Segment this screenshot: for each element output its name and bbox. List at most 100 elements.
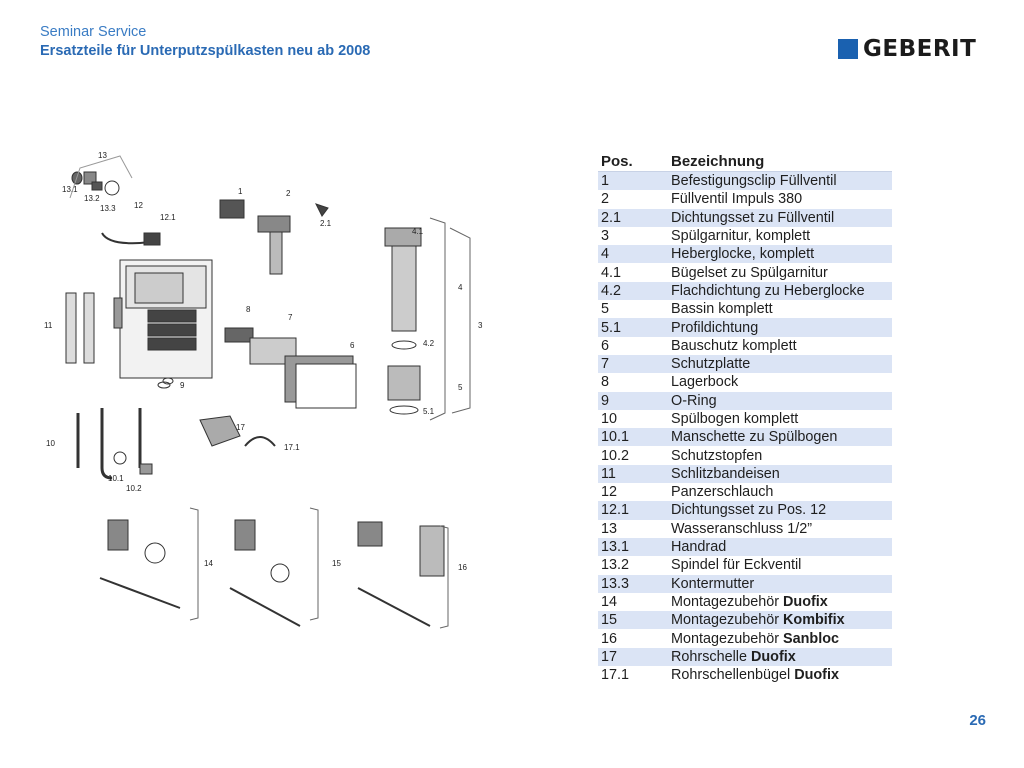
row-pos: 15: [598, 611, 668, 630]
row-pos: 5: [598, 300, 668, 319]
row-pos: 4: [598, 245, 668, 264]
row-name-text: Profildichtung: [671, 319, 759, 336]
row-pos: 13: [598, 519, 668, 538]
row-name: Schutzplatte: [668, 354, 892, 374]
row-name-text: Wasseranschluss 1/2”: [671, 520, 813, 537]
row-pos: 10.1: [598, 428, 668, 447]
row-name: Bassin komplett: [668, 300, 892, 319]
row-name: Schlitzbandeisen: [668, 464, 892, 484]
label-3: 3: [478, 321, 483, 330]
row-name-text: Bauschutz komplett: [671, 337, 797, 354]
exploded-parts-drawing: 13 13.1 13.2 13.3 12 12.1 1 2 2.1 4.1 4 …: [44, 151, 483, 629]
label-10: 10: [46, 439, 55, 448]
label-14: 14: [204, 559, 213, 568]
row-pos: 5.1: [598, 318, 668, 337]
row-pos: 9: [598, 391, 668, 410]
row-name-text: Bügelset zu Spülgarnitur: [671, 264, 828, 281]
table-header-row: Pos. Bezeichnung: [598, 151, 892, 172]
row-name-text: O-Ring: [671, 392, 717, 409]
logo-text: GEBERIT: [863, 36, 977, 62]
page-title: Ersatzteile für Unterputzspülkasten neu …: [40, 43, 371, 59]
label-5-1: 5.1: [423, 407, 435, 416]
label-2-1: 2.1: [320, 219, 332, 228]
label-16: 16: [458, 563, 467, 572]
row-pos: 8: [598, 373, 668, 392]
label-12: 12: [134, 201, 143, 210]
row-pos: 13.1: [598, 537, 668, 557]
row-name: Bauschutz komplett: [668, 336, 892, 355]
row-name: Kontermutter: [668, 574, 892, 593]
row-name: Montagezubehör Kombifix: [668, 611, 892, 630]
row-name-text: Schutzplatte: [671, 356, 751, 373]
label-1: 1: [238, 187, 243, 196]
label-7: 7: [288, 313, 293, 322]
label-11: 11: [44, 321, 53, 330]
row-pos: 4.1: [598, 263, 668, 282]
label-9: 9: [180, 381, 185, 390]
label-17-1: 17.1: [284, 443, 300, 452]
row-name-text: Rohrschelle: [671, 648, 751, 665]
row-name-text: Panzerschlauch: [671, 484, 774, 501]
row-name-text: Bassin komplett: [671, 301, 773, 318]
row-name-bold: Kombifix: [783, 612, 845, 629]
row-name: Panzerschlauch: [668, 483, 892, 502]
row-name: Dichtungsset zu Pos. 12: [668, 501, 892, 520]
row-name: Flachdichtung zu Heberglocke: [668, 281, 892, 301]
row-name: Befestigungsclip Füllventil: [668, 171, 892, 191]
page-number: 26: [969, 712, 986, 729]
row-pos: 17.1: [598, 666, 668, 685]
logo-square-icon: [838, 39, 858, 59]
row-pos: 10: [598, 409, 668, 429]
label-17: 17: [236, 423, 245, 432]
row-name: Handrad: [668, 537, 892, 557]
label-4: 4: [458, 283, 463, 292]
row-pos: 7: [598, 354, 668, 374]
row-pos: 3: [598, 226, 668, 246]
row-name-text: Montagezubehör: [671, 593, 784, 610]
row-name: Montagezubehör Sanbloc: [668, 629, 892, 648]
row-name-text: Dichtungsset zu Pos. 12: [671, 502, 827, 519]
geberit-logo: GEBERIT: [838, 36, 976, 62]
row-name: Spindel für Eckventil: [668, 556, 892, 575]
row-name-text: Lagerbock: [671, 374, 739, 391]
row-name: Heberglocke, komplett: [668, 245, 892, 264]
row-name-bold: Duofix: [751, 648, 796, 665]
row-name-text: Spülgarnitur, komplett: [671, 228, 811, 245]
row-name-text: Schutzstopfen: [671, 447, 763, 464]
row-name: Füllventil Impuls 380: [668, 190, 892, 209]
label-13-2: 13.2: [84, 194, 100, 203]
row-pos: 2: [598, 190, 668, 209]
row-name-bold: Duofix: [783, 593, 828, 610]
row-name: Profildichtung: [668, 318, 892, 337]
row-name-text: Schlitzbandeisen: [671, 465, 780, 482]
row-name: Spülbogen komplett: [668, 409, 892, 429]
row-name-text: Rohrschellenbügel: [671, 667, 795, 684]
label-4-1: 4.1: [412, 227, 424, 236]
row-name-bold: Sanbloc: [783, 630, 839, 647]
row-name: Manschette zu Spülbogen: [668, 428, 892, 447]
label-8: 8: [246, 305, 251, 314]
row-name-text: Dichtungsset zu Füllventil: [671, 209, 835, 226]
row-name: O-Ring: [668, 391, 892, 410]
label-5: 5: [458, 383, 463, 392]
row-pos: 11: [598, 464, 668, 484]
